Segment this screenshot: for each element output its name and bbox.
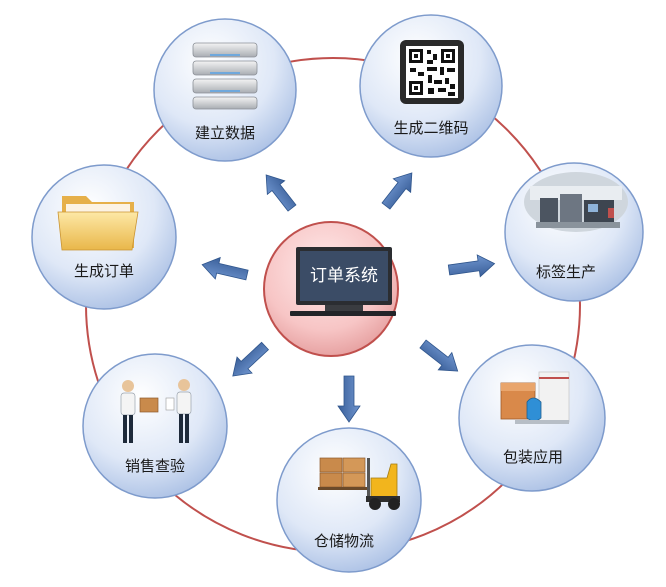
node-generate-qr: 生成二维码 [359,14,503,158]
node-label-generate-qr: 生成二维码 [393,119,468,137]
node-sales-check: 销售查验 [82,353,228,499]
node-label-build-data: 建立数据 [195,124,255,142]
arrow-to-data [265,174,297,212]
node-packaging: 包装应用 [458,344,606,492]
factory-photo-icon [524,172,628,232]
center-label: 订单系统 [310,266,378,286]
node-build-data: 建立数据 [153,18,297,162]
arrow-to-check [232,341,269,377]
node-label-sales-check: 销售查验 [125,457,185,475]
node-label-label-production: 标签生产 [536,263,596,281]
monitor-icon [290,247,396,316]
arrow-to-label [447,254,496,278]
node-warehouse: 仓储物流 [276,427,422,573]
flow-arrows [201,172,496,423]
center-node: 订单系统 [263,221,399,357]
server-stack-icon [192,42,258,110]
qr-code-icon [400,40,464,104]
node-label-generate-order: 生成订单 [74,262,134,280]
handover-people-icon [120,379,192,443]
package-box-icon [500,371,570,424]
forklift-icon [318,457,400,510]
folder-icon [57,196,139,251]
node-label-production: 标签生产 [504,162,644,302]
node-generate-order: 生成订单 [31,164,177,310]
node-label-warehouse: 仓储物流 [314,532,374,550]
arrow-to-ware [337,375,361,423]
node-label-packaging: 包装应用 [503,448,563,466]
arrow-to-qr [381,172,413,210]
arrow-to-order [201,256,249,281]
arrow-to-pack [419,339,459,372]
